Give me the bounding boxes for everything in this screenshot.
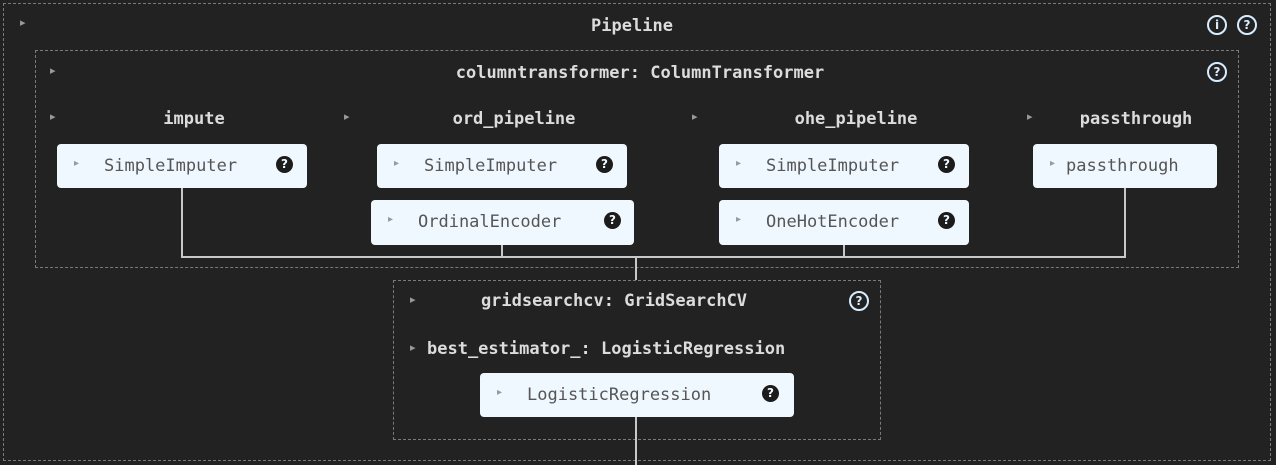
gridsearchcv-container	[393, 280, 881, 440]
expand-arrow[interactable]: ▸	[1050, 158, 1056, 169]
gridsearchcv-title[interactable]: gridsearchcv: GridSearchCV	[480, 291, 748, 311]
expand-arrow[interactable]: ▸	[736, 214, 742, 225]
expand-arrow[interactable]: ▸	[388, 214, 394, 225]
impute-simpleimputer-box[interactable]: ▸ SimpleImputer ?	[57, 144, 307, 188]
pipeline-expand-arrow[interactable]: ▸	[20, 16, 26, 29]
estimator-label: SimpleImputer	[766, 156, 900, 176]
expand-arrow[interactable]: ▸	[74, 158, 80, 169]
estimator-label: passthrough	[1066, 156, 1179, 176]
help-icon[interactable]: ?	[762, 385, 779, 402]
estimator-label: LogisticRegression	[527, 385, 712, 405]
expand-arrow[interactable]: ▸	[394, 158, 400, 169]
impute-title[interactable]: impute	[163, 109, 225, 129]
ohe-pipeline-title[interactable]: ohe_pipeline	[794, 109, 918, 129]
connector-passthrough	[1124, 188, 1126, 258]
best-estimator-expand-arrow[interactable]: ▸	[410, 341, 416, 354]
columntransformer-help-icon[interactable]: ?	[1207, 62, 1227, 82]
pipeline-title[interactable]: Pipeline	[591, 16, 673, 36]
estimator-label: SimpleImputer	[104, 156, 238, 176]
ord-pipeline-title[interactable]: ord_pipeline	[452, 109, 576, 129]
impute-expand-arrow[interactable]: ▸	[50, 110, 56, 123]
help-icon[interactable]: ?	[276, 156, 293, 173]
estimator-label: OrdinalEncoder	[418, 212, 562, 232]
ord-simpleimputer-box[interactable]: ▸ SimpleImputer ?	[377, 144, 627, 188]
columntransformer-expand-arrow[interactable]: ▸	[50, 64, 56, 77]
info-icon[interactable]: i	[1207, 15, 1227, 35]
help-icon[interactable]: ?	[938, 156, 955, 173]
passthrough-box[interactable]: ▸ passthrough	[1033, 144, 1217, 188]
ohe-onehotencoder-box[interactable]: ▸ OneHotEncoder ?	[719, 200, 969, 245]
gridsearchcv-expand-arrow[interactable]: ▸	[410, 293, 416, 306]
connector-ohe	[843, 245, 845, 258]
connector-merge	[181, 256, 1126, 258]
estimator-label: SimpleImputer	[424, 156, 558, 176]
passthrough-title[interactable]: passthrough	[1079, 109, 1193, 129]
ohe-pipeline-expand-arrow[interactable]: ▸	[692, 110, 698, 123]
help-icon[interactable]: ?	[1237, 15, 1257, 35]
connector-output	[635, 417, 637, 465]
pipeline-container	[3, 3, 1271, 461]
help-icon[interactable]: ?	[938, 212, 955, 229]
help-icon[interactable]: ?	[596, 156, 613, 173]
ohe-simpleimputer-box[interactable]: ▸ SimpleImputer ?	[719, 144, 969, 188]
expand-arrow[interactable]: ▸	[736, 158, 742, 169]
passthrough-expand-arrow[interactable]: ▸	[1027, 110, 1033, 123]
columntransformer-title[interactable]: columntransformer: ColumnTransformer	[455, 63, 825, 83]
logisticregression-box[interactable]: ▸ LogisticRegression ?	[480, 373, 794, 417]
ord-ordinalencoder-box[interactable]: ▸ OrdinalEncoder ?	[371, 200, 634, 245]
help-icon[interactable]: ?	[604, 212, 621, 229]
columntransformer-container	[35, 50, 1239, 268]
gridsearchcv-help-icon[interactable]: ?	[849, 291, 869, 311]
ord-pipeline-expand-arrow[interactable]: ▸	[344, 110, 350, 123]
estimator-label: OneHotEncoder	[766, 212, 900, 232]
connector-to-gridsearch	[635, 256, 637, 280]
best-estimator-title[interactable]: best_estimator_: LogisticRegression	[427, 339, 786, 359]
connector-impute	[181, 188, 183, 258]
expand-arrow[interactable]: ▸	[497, 387, 503, 398]
connector-ord	[501, 245, 503, 258]
